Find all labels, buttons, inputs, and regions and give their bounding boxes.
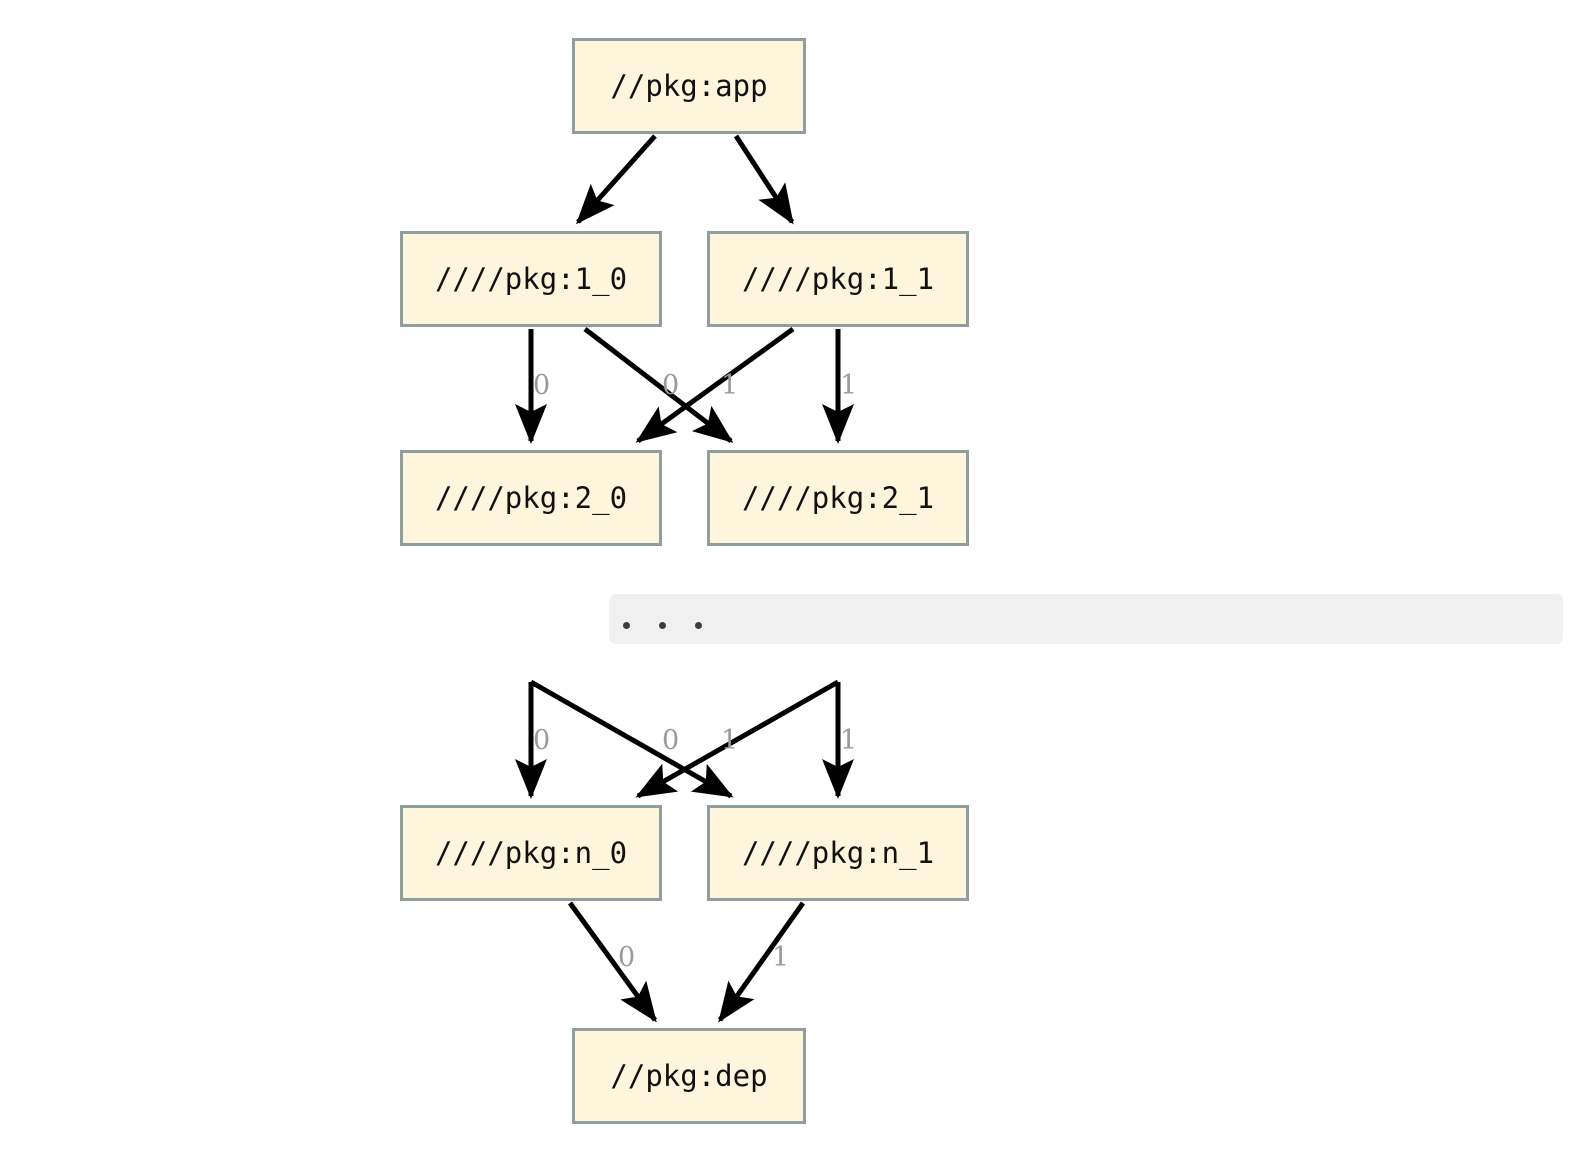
node-label: ////pkg:1_0	[434, 262, 628, 296]
edge-label-1_0-2_0: 0	[533, 370, 551, 401]
edge-label-n_1-dep: 1	[772, 942, 790, 973]
edge-app-to-1_1	[733, 134, 795, 225]
node-pkg-n_1[interactable]: ////pkg:n_1	[707, 805, 969, 901]
edge-n_0-to-dep	[567, 901, 658, 1023]
edge-label-n_0-dep: 0	[618, 942, 636, 973]
node-label: //pkg:app	[610, 69, 768, 103]
edge-cut-to-n_0-diagonal	[635, 679, 840, 799]
edge-label-1_1-2_1: 1	[840, 370, 858, 401]
edge-1_0-to-2_1	[583, 327, 734, 443]
node-label: ////pkg:n_1	[741, 836, 935, 870]
ellipsis-dot-2	[659, 622, 666, 629]
node-pkg-2_0[interactable]: ////pkg:2_0	[400, 450, 662, 546]
node-pkg-1_0[interactable]: ////pkg:1_0	[400, 231, 662, 327]
node-label: ////pkg:n_0	[434, 836, 628, 870]
edge-label-1_0-2_1: 0	[662, 370, 680, 401]
node-pkg-app[interactable]: //pkg:app	[572, 38, 806, 134]
edge-app-to-1_0	[575, 134, 657, 225]
edge-label-cut-n_1-b: 1	[840, 725, 858, 756]
ellipsis-separator-band	[609, 594, 1563, 644]
edge-label-cut-n_1-a: 0	[662, 725, 680, 756]
node-pkg-2_1[interactable]: ////pkg:2_1	[707, 450, 969, 546]
edge-label-cut-n_0-a: 0	[533, 725, 551, 756]
node-label: ////pkg:1_1	[741, 262, 935, 296]
node-pkg-1_1[interactable]: ////pkg:1_1	[707, 231, 969, 327]
node-label: //pkg:dep	[610, 1059, 768, 1093]
node-pkg-dep[interactable]: //pkg:dep	[572, 1028, 806, 1124]
ellipsis-dot-1	[623, 622, 630, 629]
ellipsis-dots	[609, 622, 702, 644]
edge-n_1-to-dep	[717, 901, 806, 1023]
edge-1_1-to-2_0	[635, 326, 795, 444]
node-pkg-n_0[interactable]: ////pkg:n_0	[400, 805, 662, 901]
edge-label-cut-n_0-b: 1	[721, 725, 739, 756]
node-label: ////pkg:2_1	[741, 481, 935, 515]
ellipsis-dot-3	[695, 622, 702, 629]
node-label: ////pkg:2_0	[434, 481, 628, 515]
edge-cut-to-n_1-diagonal	[529, 679, 734, 799]
edge-label-1_1-2_0: 1	[721, 370, 739, 401]
